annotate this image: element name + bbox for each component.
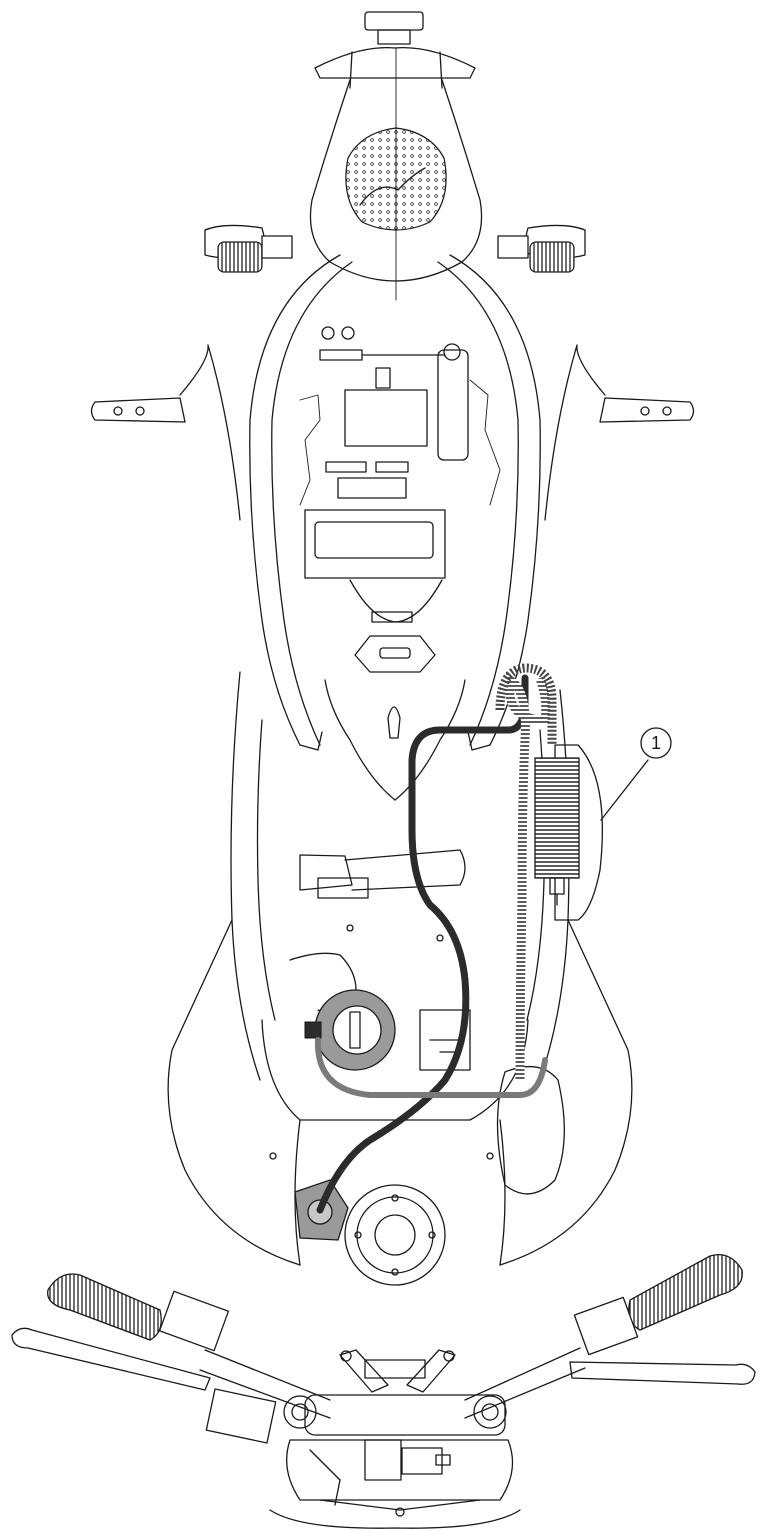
frame-center bbox=[324, 579, 466, 801]
rear-seat bbox=[309, 79, 483, 282]
handlebar-right bbox=[464, 1253, 756, 1419]
cable-routing bbox=[314, 663, 557, 1214]
handlebar-left bbox=[11, 1273, 331, 1444]
passenger-footpeg-right bbox=[544, 344, 695, 521]
front-nose bbox=[269, 1439, 521, 1529]
callout-1: 1 bbox=[600, 727, 672, 821]
rear-turn-signal-right bbox=[497, 224, 586, 273]
subframe bbox=[249, 254, 541, 751]
triple-clamp bbox=[283, 1349, 507, 1436]
tank-outline bbox=[230, 671, 570, 1081]
under-seat-electronics bbox=[299, 326, 501, 579]
component-1-module bbox=[534, 744, 604, 921]
callout-1-label: 1 bbox=[651, 733, 661, 753]
rear-turn-signal-left bbox=[204, 224, 293, 273]
fuel-cap bbox=[344, 1184, 446, 1286]
passenger-footpeg-left bbox=[90, 344, 241, 521]
